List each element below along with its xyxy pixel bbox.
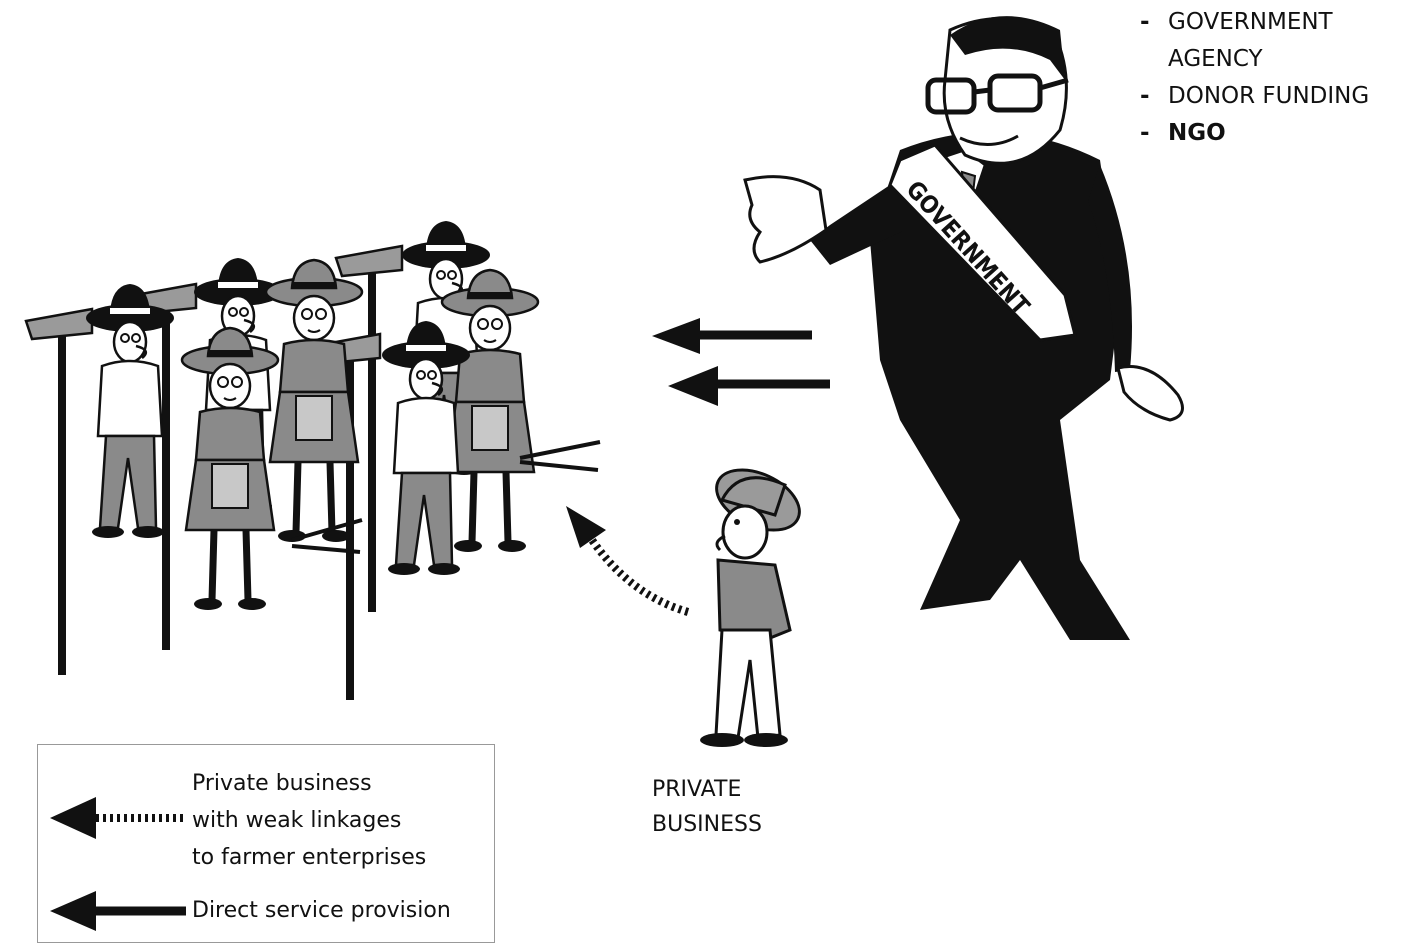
legend-weak-linkage-text: Private business with weak linkages to f… (192, 771, 427, 870)
weak-linkage-arrow (566, 506, 690, 616)
legend-dotted-arrowhead-icon (50, 797, 96, 839)
direct-service-arrows (652, 318, 830, 406)
legend-direct-service-text: Direct service provision (192, 898, 451, 923)
government-types-list: GOVERNMENT AGENCY DONOR FUNDING NGO (1140, 4, 1369, 152)
gov-item-agency: GOVERNMENT AGENCY (1140, 4, 1369, 78)
legend-box: Private business with weak linkages to f… (37, 744, 495, 943)
private-business-label: PRIVATE BUSINESS (652, 777, 762, 837)
legend-solid-arrowhead-icon (50, 891, 96, 931)
gov-item-ngo: NGO (1140, 115, 1369, 152)
gov-item-donor: DONOR FUNDING (1140, 78, 1369, 115)
farmers-group (24, 219, 601, 702)
private-business-person (700, 468, 801, 747)
government-official: GOVERNMENT (743, 16, 1184, 640)
legend-arrows (50, 797, 186, 931)
